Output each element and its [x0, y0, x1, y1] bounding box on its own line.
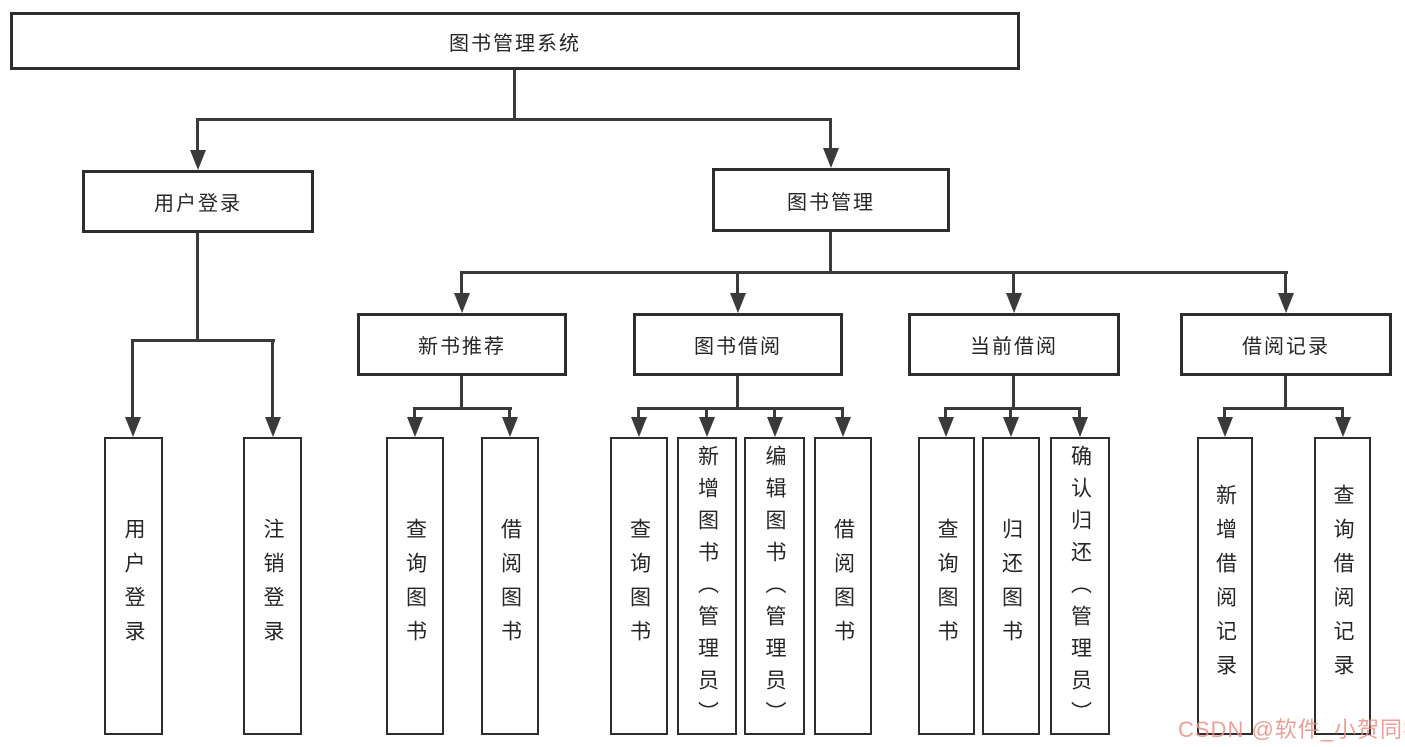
csdn-watermark: CSDN @软件_小贺同学 — [1178, 717, 1405, 742]
connector-to-leaf-add-books — [705, 407, 708, 419]
leaf-logout-login: 注销登录 — [243, 437, 302, 735]
connector-to-leaf-edit-books — [773, 407, 776, 419]
leaf-query-borrow-record: 查询借阅记录 — [1314, 437, 1371, 735]
connector-to-leaf-query-borrow — [637, 407, 640, 419]
leaf-borrow-books-recommend-label: 借阅图书 — [498, 518, 522, 654]
connector-to-leaf-confirm-return — [1078, 407, 1081, 419]
node-current-borrow-label: 当前借阅 — [970, 336, 1058, 358]
connector-current-borrow-stub — [1012, 376, 1015, 410]
node-borrow-records-label: 借阅记录 — [1242, 336, 1330, 358]
connector-root-branch — [197, 118, 832, 121]
node-user-login-label: 用户登录 — [154, 193, 242, 215]
node-root: 图书管理系统 — [10, 12, 1020, 70]
arrowhead-leaf-user-login — [125, 417, 141, 437]
connector-to-book-management — [829, 118, 832, 150]
connector-to-leaf-borrow-books — [841, 407, 844, 419]
arrowhead-leaf-query-current — [938, 417, 954, 437]
connector-to-book-borrow — [736, 271, 739, 295]
arrowhead-leaf-edit-books — [767, 417, 783, 437]
leaf-borrow-books-recommend: 借阅图书 — [481, 437, 539, 735]
leaf-add-borrow-record: 新增借阅记录 — [1197, 437, 1253, 735]
leaf-user-login-label: 用户登录 — [122, 518, 145, 654]
leaf-add-borrow-record-label: 新增借阅记录 — [1213, 484, 1237, 688]
arrowhead-leaf-query-borrow — [631, 417, 647, 437]
node-root-label: 图书管理系统 — [449, 32, 581, 55]
leaf-query-books-current-label: 查询图书 — [935, 518, 958, 654]
leaf-user-login: 用户登录 — [104, 437, 163, 735]
connector-to-borrow-records — [1284, 271, 1287, 295]
connector-user-login-stub — [196, 233, 199, 341]
arrowhead-leaf-add-record — [1217, 417, 1233, 437]
leaf-query-books-borrow: 查询图书 — [610, 437, 668, 735]
connector-to-leaf-logout — [271, 339, 274, 419]
arrowhead-new-book-recommend — [454, 293, 470, 313]
leaf-return-books: 归还图书 — [982, 437, 1040, 735]
node-book-borrow-label: 图书借阅 — [694, 336, 782, 358]
connector-to-new-book-recommend — [460, 271, 463, 295]
leaf-add-books-admin: 新增图书（管理员） — [677, 437, 737, 735]
arrowhead-leaf-borrow-books — [835, 417, 851, 437]
arrowhead-leaf-confirm-return — [1072, 417, 1088, 437]
connector-borrow-records-branch — [1224, 407, 1344, 410]
node-borrow-records: 借阅记录 — [1180, 313, 1392, 376]
node-user-login: 用户登录 — [82, 170, 314, 233]
arrowhead-book-management — [823, 148, 839, 168]
leaf-edit-books-admin: 编辑图书（管理员） — [744, 437, 805, 735]
connector-to-leaf-borrow-recommend — [508, 407, 511, 419]
connector-new-book-branch — [414, 407, 512, 410]
connector-level3-branch — [461, 271, 1288, 274]
leaf-query-books-borrow-label: 查询图书 — [627, 518, 651, 654]
connector-to-leaf-add-record — [1223, 407, 1226, 419]
connector-to-current-borrow — [1012, 271, 1015, 295]
connector-to-user-login — [196, 118, 199, 152]
node-current-borrow: 当前借阅 — [908, 313, 1120, 376]
arrowhead-leaf-return-books — [1003, 417, 1019, 437]
leaf-confirm-return-admin: 确认归还（管理员） — [1050, 437, 1110, 735]
connector-user-login-branch — [131, 339, 275, 342]
node-new-book-recommend-label: 新书推荐 — [418, 336, 506, 358]
leaf-edit-books-admin-label: 编辑图书（管理员） — [763, 445, 786, 733]
leaf-borrow-books-label: 借阅图书 — [831, 518, 855, 654]
connector-to-leaf-return-books — [1009, 407, 1012, 419]
node-book-management-label: 图书管理 — [787, 191, 875, 214]
connector-to-leaf-query-record — [1341, 407, 1344, 419]
arrowhead-leaf-query-recommend — [407, 417, 423, 437]
leaf-borrow-books: 借阅图书 — [814, 437, 872, 735]
arrowhead-user-login — [190, 150, 206, 170]
connector-book-borrow-branch — [638, 407, 844, 410]
arrowhead-borrow-records — [1278, 293, 1294, 313]
leaf-logout-login-label: 注销登录 — [261, 518, 284, 654]
connector-to-leaf-query-recommend — [413, 407, 416, 419]
connector-new-book-stub — [460, 376, 463, 410]
arrowhead-book-borrow — [730, 293, 746, 313]
leaf-return-books-label: 归还图书 — [999, 518, 1023, 654]
arrowhead-current-borrow — [1006, 293, 1022, 313]
arrowhead-leaf-query-record — [1335, 417, 1351, 437]
arrowhead-leaf-borrow-recommend — [502, 417, 518, 437]
connector-book-management-stub — [829, 232, 832, 274]
leaf-add-books-admin-label: 新增图书（管理员） — [695, 445, 719, 733]
leaf-query-books-recommend-label: 查询图书 — [403, 518, 427, 654]
connector-to-leaf-query-current — [944, 407, 947, 419]
arrowhead-leaf-add-books — [699, 417, 715, 437]
node-new-book-recommend: 新书推荐 — [357, 313, 567, 376]
connector-to-leaf-user-login — [131, 339, 134, 419]
leaf-query-borrow-record-label: 查询借阅记录 — [1331, 484, 1354, 688]
connector-current-borrow-branch — [945, 407, 1081, 410]
connector-root-stub — [513, 70, 516, 120]
leaf-confirm-return-admin-label: 确认归还（管理员） — [1068, 445, 1092, 733]
arrowhead-leaf-logout — [265, 417, 281, 437]
node-book-management: 图书管理 — [712, 168, 950, 232]
connector-book-borrow-stub — [736, 376, 739, 410]
connector-borrow-records-stub — [1284, 376, 1287, 410]
node-book-borrow: 图书借阅 — [633, 313, 843, 376]
leaf-query-books-current: 查询图书 — [918, 437, 975, 735]
leaf-query-books-recommend: 查询图书 — [386, 437, 444, 735]
